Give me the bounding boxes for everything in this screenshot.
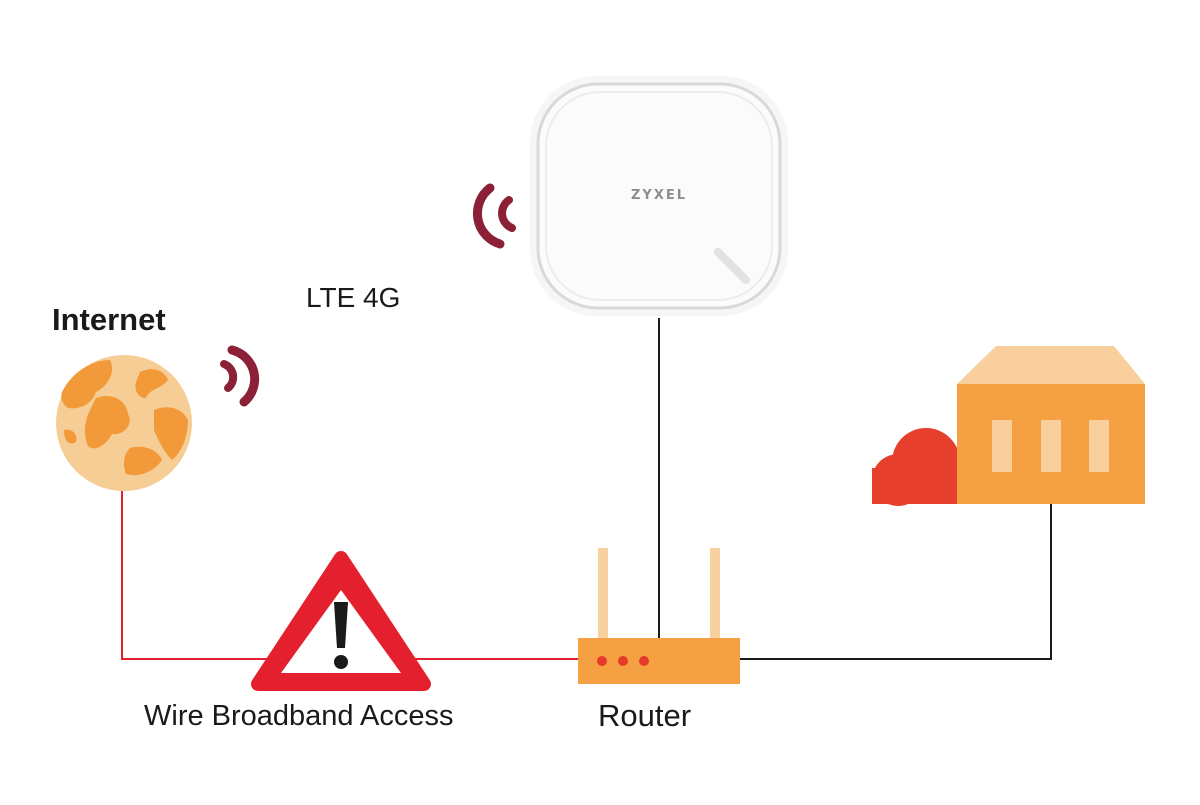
router-icon bbox=[578, 548, 740, 684]
connections bbox=[121, 318, 1052, 660]
lte-label: LTE 4G bbox=[306, 282, 401, 313]
brand-logo: ZYXEL bbox=[631, 188, 687, 203]
internet-label: Internet bbox=[52, 302, 166, 337]
internet-signal-icon bbox=[220, 345, 260, 407]
router-to-building-line bbox=[740, 504, 1052, 660]
lte-access-point-icon: ZYXEL bbox=[530, 76, 788, 316]
globe-icon bbox=[56, 355, 192, 491]
wire-broadband-line bbox=[121, 490, 578, 660]
building-icon bbox=[957, 346, 1145, 504]
lte-signal-icon bbox=[472, 183, 516, 249]
cloud-icon bbox=[872, 428, 962, 506]
router-label: Router bbox=[598, 698, 692, 733]
wire-broadband-label: Wire Broadband Access bbox=[144, 700, 454, 732]
warning-triangle-icon bbox=[251, 551, 431, 691]
